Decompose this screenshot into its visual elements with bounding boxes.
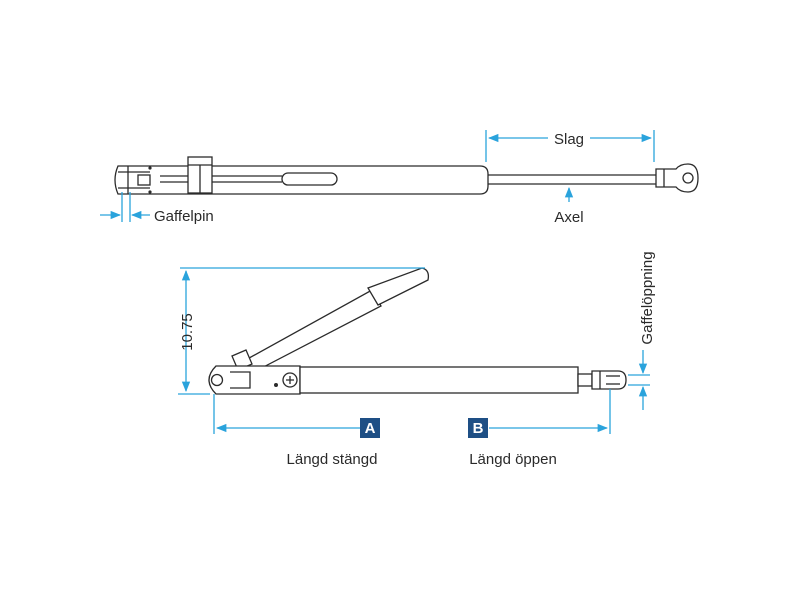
slag-label: Slag [554,131,584,148]
height-dimension [178,267,425,395]
gaffeloppning-dimension [628,350,650,410]
lever-arm [241,289,382,375]
langd-stangd-label: Längd stängd [287,451,378,468]
slag-dimension [485,130,655,162]
height-label: 10.75 [179,313,196,351]
top-eye-end [655,163,699,193]
axel-label: Axel [554,209,583,226]
top-view-drawing [114,156,699,195]
bottom-fork-end [591,370,627,390]
bottom-head [208,365,301,395]
badge-b-text: B [473,420,484,437]
bottom-view-drawing [208,267,627,395]
badge-a: A [360,418,380,438]
langd-oppen-label: Längd öppen [469,451,557,468]
gaffeloppning-label: Gaffelöppning [639,251,656,344]
badge-a-text: A [365,420,376,437]
top-fork [118,171,150,189]
gaffelpin-dimension [100,192,150,222]
gaffelpin-label: Gaffelpin [154,208,214,225]
bottom-body-tube [299,366,579,394]
top-slot [281,172,338,186]
badge-b: B [468,418,488,438]
length-dimensions [213,389,611,434]
lever-pivot [231,349,253,371]
lever-grip [367,267,430,306]
